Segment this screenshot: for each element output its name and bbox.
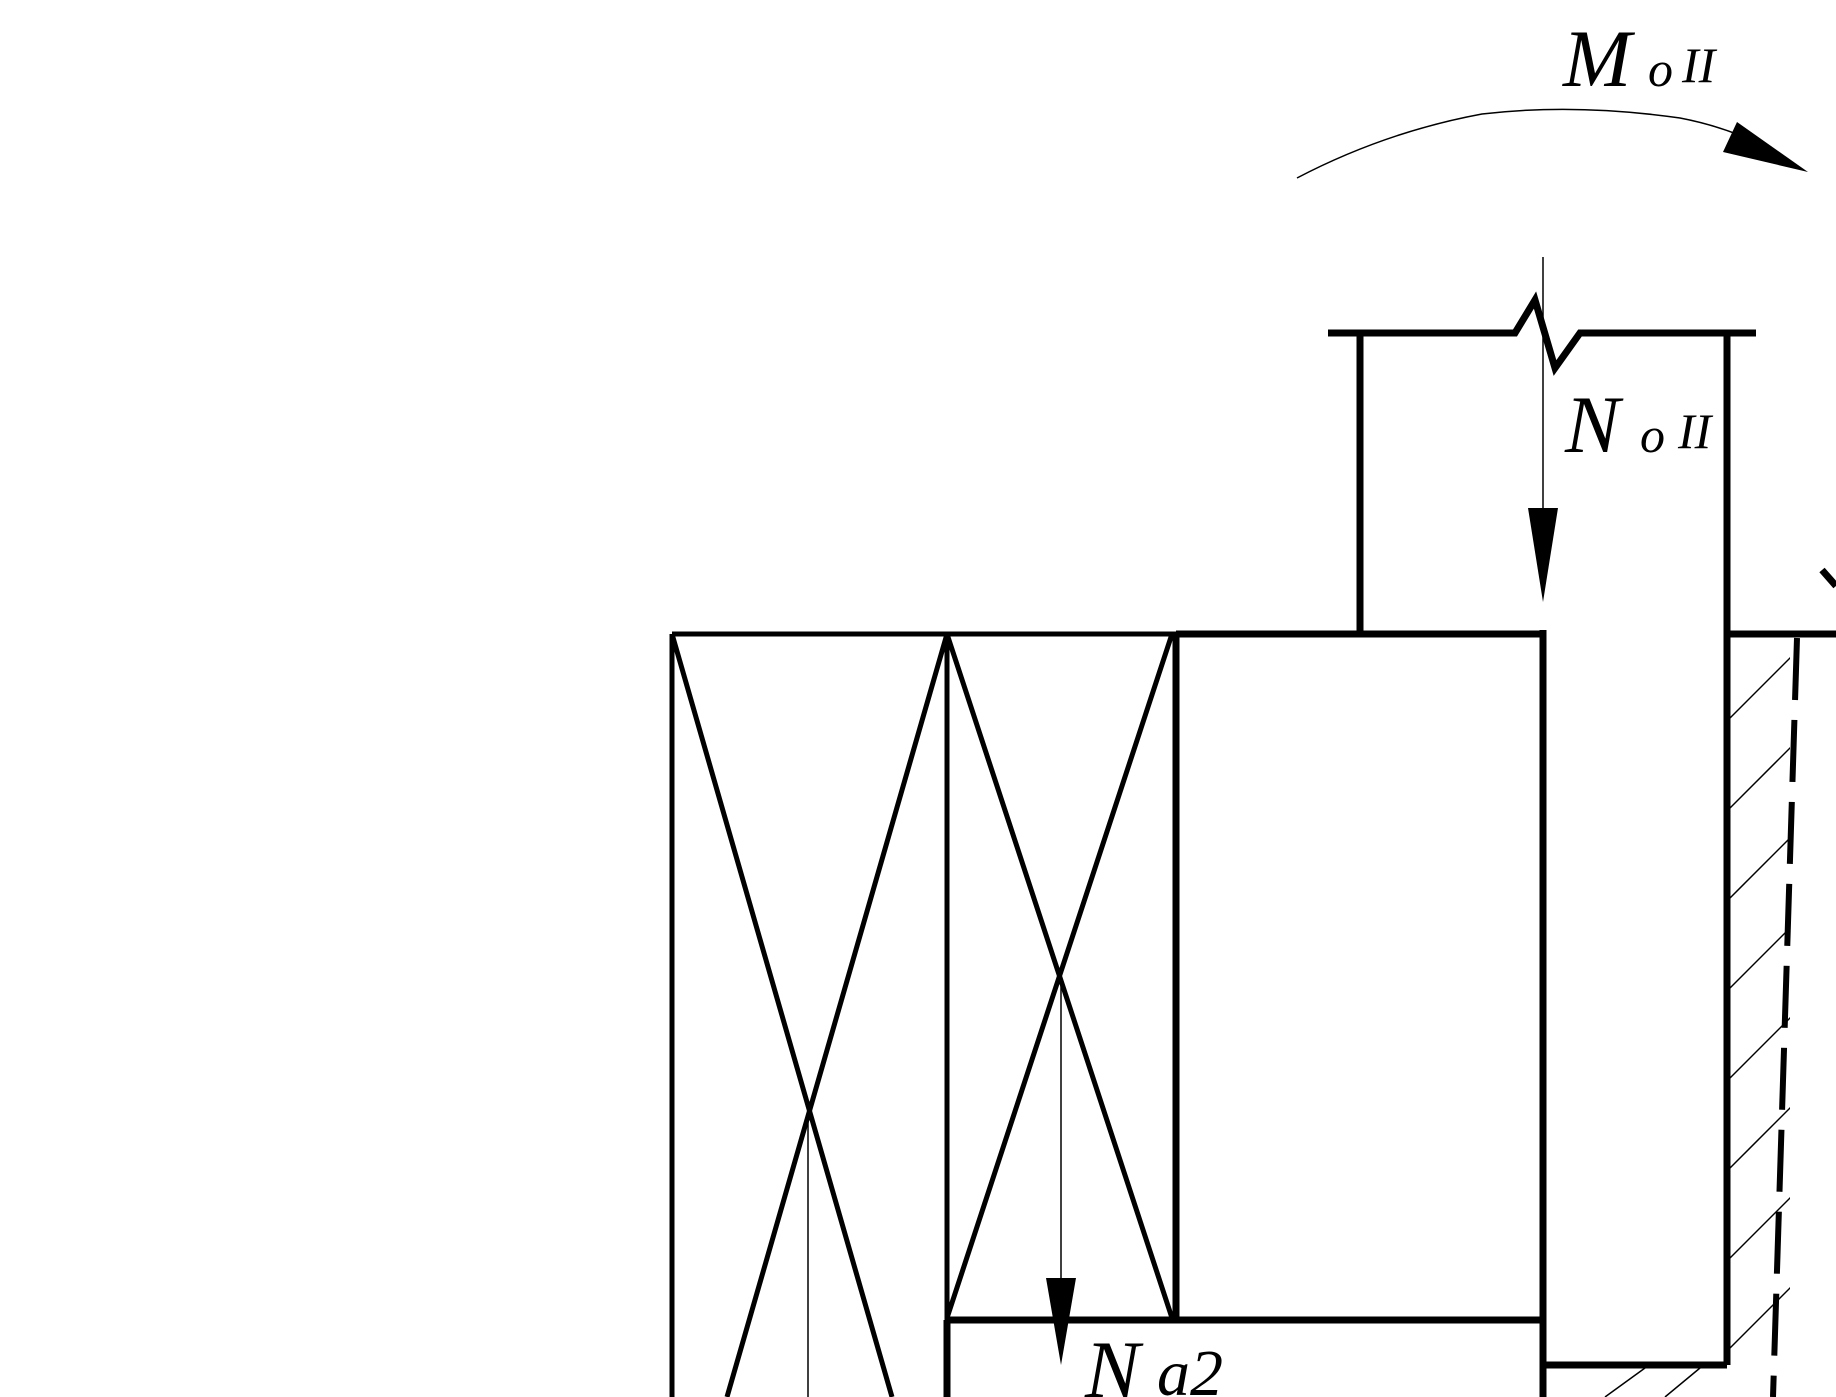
moment-arrow — [1296, 108, 1808, 179]
soil-hatch — [1730, 656, 1790, 1349]
crossed-wall-block — [669, 631, 1176, 1397]
column-break-line — [1328, 291, 1756, 376]
cross-diagonal-1 — [669, 633, 895, 1397]
lower-hatch — [1604, 1367, 1701, 1397]
wall-force-label-main: N — [1084, 1324, 1144, 1397]
axial-force-label-subscript: II — [1677, 403, 1714, 459]
axial-force-label: N o II — [1564, 379, 1714, 470]
wall-force-arrow — [1046, 980, 1076, 1365]
wall-force-arrowhead — [1046, 1278, 1076, 1365]
axial-force-label-main: N — [1564, 379, 1624, 470]
moment-arrowhead — [1723, 122, 1808, 172]
moment-label-subscript: II — [1681, 37, 1718, 93]
wall-force-label: N a2 — [1084, 1324, 1223, 1397]
moment-arc — [1296, 108, 1761, 179]
axial-force-arrow — [1528, 257, 1558, 602]
moment-label-main: M — [1562, 13, 1636, 104]
moment-label: M o II — [1562, 13, 1718, 104]
cross-diagonal-2 — [724, 633, 950, 1397]
axial-force-arrowhead — [1528, 508, 1558, 602]
wall-force-label-sub: a2 — [1157, 1337, 1223, 1397]
moment-label-sub: o — [1648, 41, 1673, 97]
cross-diagonal-4 — [944, 633, 1175, 1319]
right-edge-mark — [1819, 567, 1836, 589]
footing-outline — [943, 291, 1836, 1397]
dashed-boundary — [1770, 637, 1800, 1397]
axial-force-label-sub: o — [1640, 407, 1665, 463]
